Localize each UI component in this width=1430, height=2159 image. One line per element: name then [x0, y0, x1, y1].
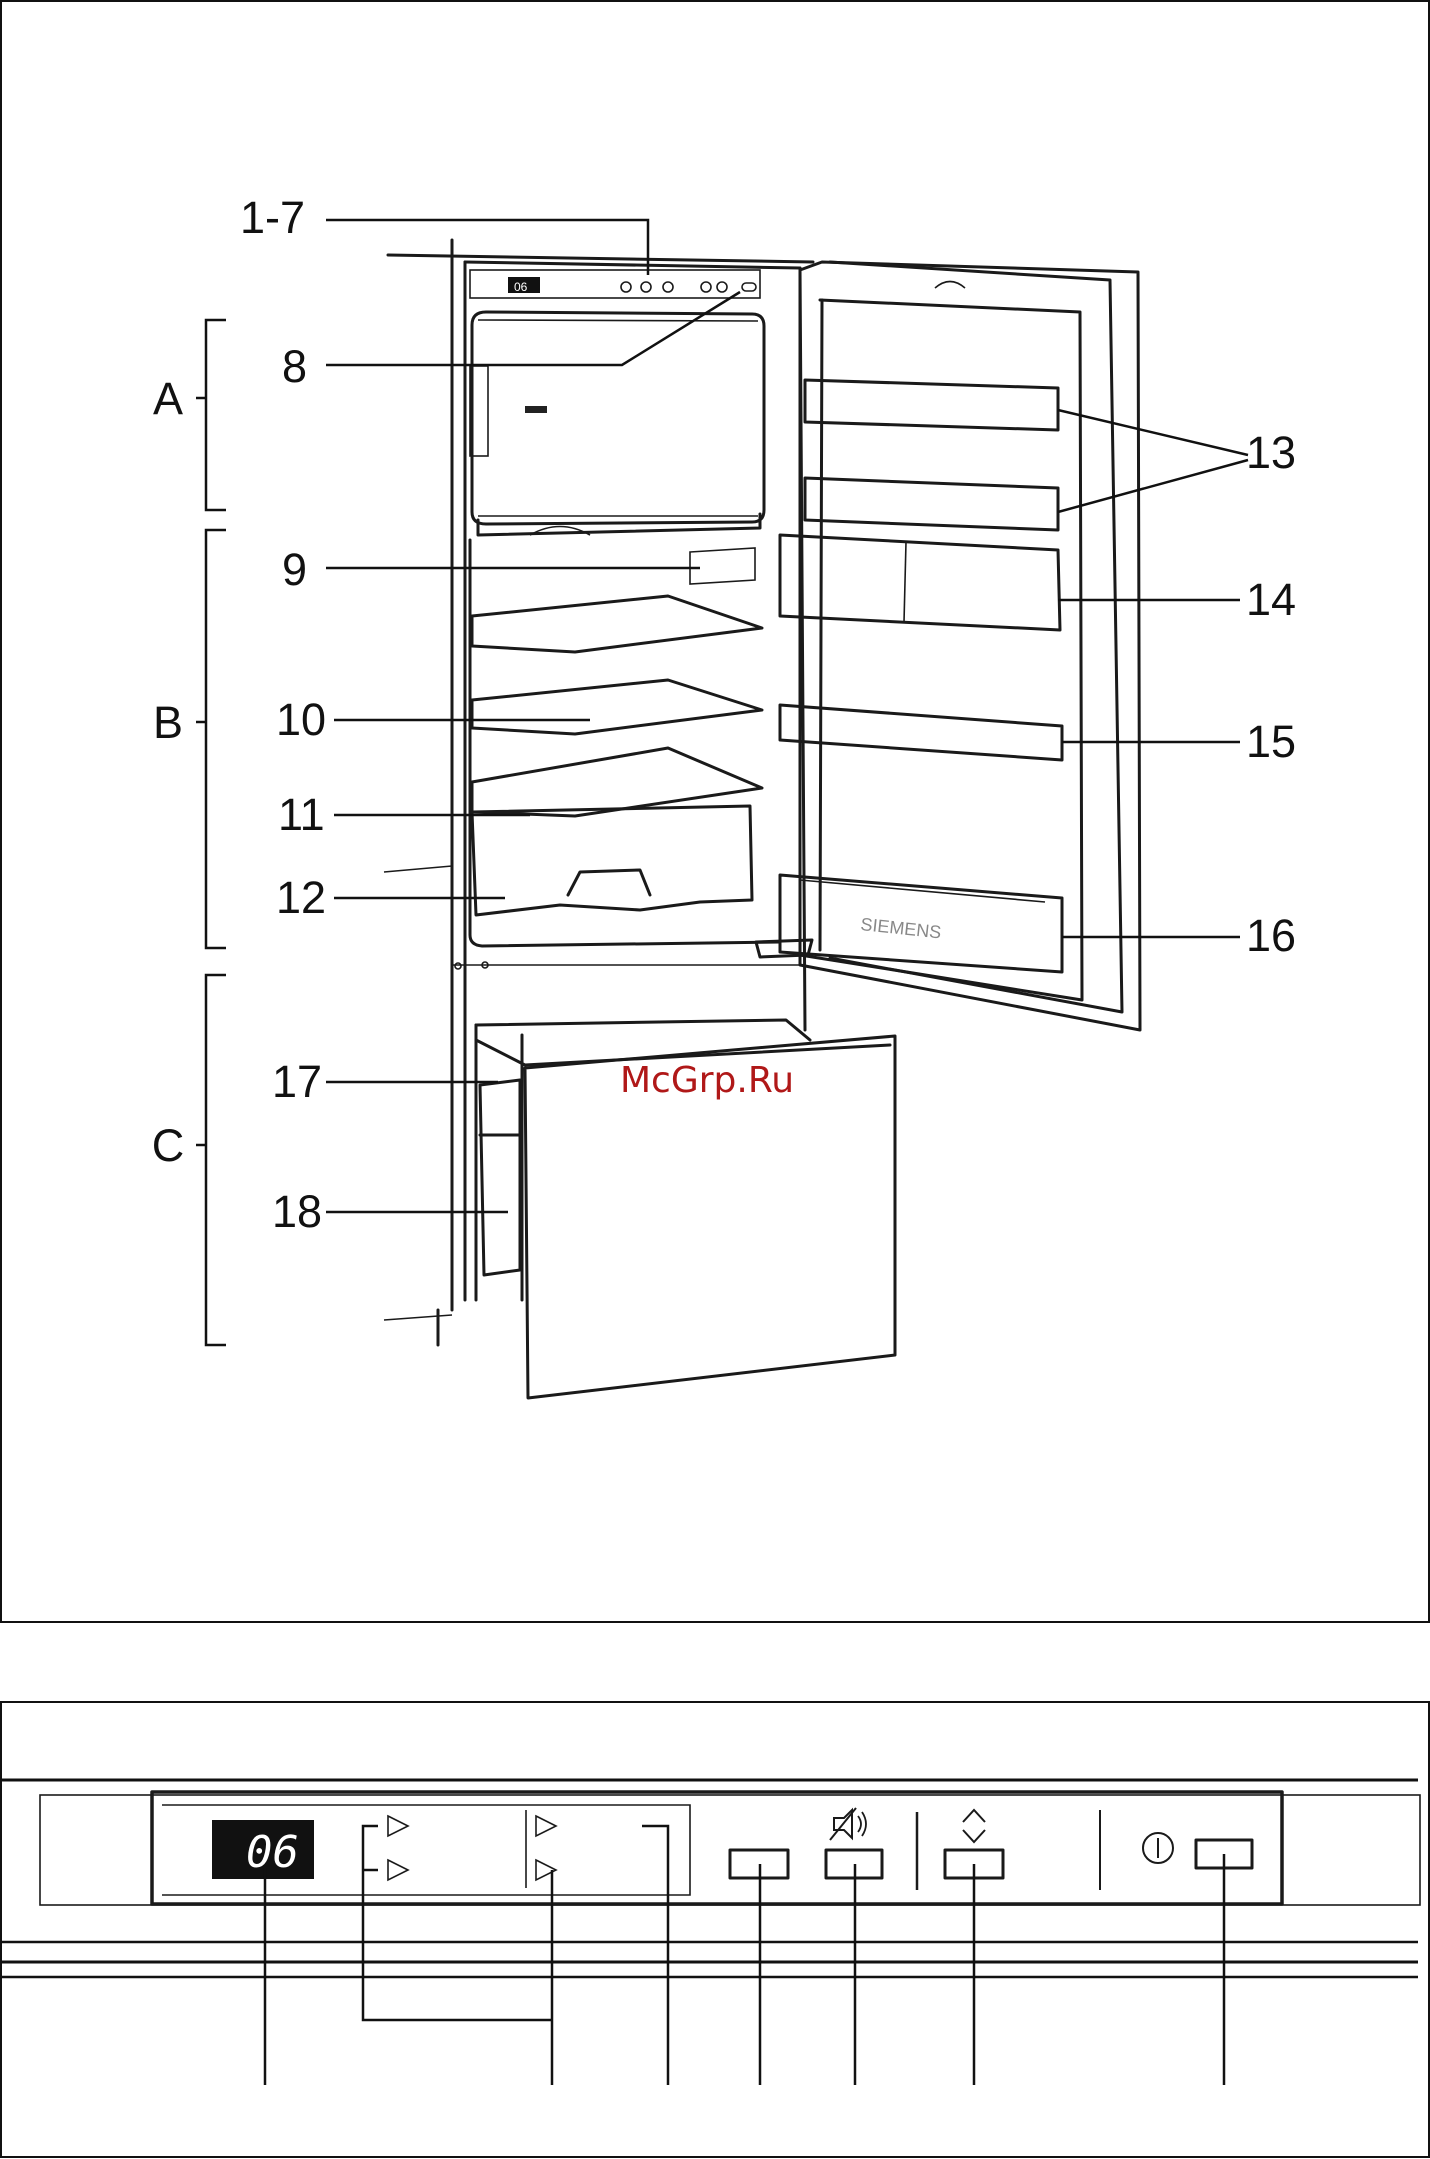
- cabinet: 06: [384, 240, 813, 1345]
- callout-11: 11: [278, 789, 325, 840]
- arrow-indicator-icon: [388, 1816, 408, 1836]
- fridge-compartment: [452, 540, 800, 969]
- pointer-lines: [265, 1826, 1224, 2085]
- up-down-icon: [963, 1810, 985, 1842]
- zone-label-c: C: [152, 1120, 185, 1171]
- arrow-indicator-icon: [536, 1816, 556, 1836]
- mini-display: 06: [514, 280, 528, 294]
- callout-10: 10: [276, 694, 326, 745]
- watermark: McGrp.Ru: [620, 1060, 794, 1101]
- open-door: SIEMENS: [756, 262, 1140, 1030]
- alarm-mute-icon: [830, 1808, 866, 1840]
- callout-13: 13: [1246, 427, 1296, 478]
- callout-8: 8: [282, 341, 307, 392]
- callout-12: 12: [276, 872, 326, 923]
- power-icon: [1143, 1833, 1173, 1863]
- arrow-indicator-icon: [388, 1860, 408, 1880]
- callout-17: 17: [272, 1056, 322, 1107]
- callout-18: 18: [272, 1186, 322, 1237]
- callout-14: 14: [1246, 574, 1296, 625]
- top-panel-frame: [1, 1, 1429, 1622]
- zone-label-b: B: [153, 697, 183, 748]
- callout-1-7: 1-7: [240, 192, 305, 243]
- callout-16: 16: [1246, 910, 1296, 961]
- temperature-display-value: 06: [246, 1827, 299, 1878]
- callout-9: 9: [282, 544, 307, 595]
- bottom-panel-frame: [1, 1702, 1429, 2157]
- freezer-compartment: [470, 312, 764, 535]
- zone-brackets: [196, 320, 226, 1345]
- callout-15: 15: [1246, 716, 1296, 767]
- door-brand-label: SIEMENS: [860, 914, 943, 942]
- zone-label-a: A: [153, 373, 183, 424]
